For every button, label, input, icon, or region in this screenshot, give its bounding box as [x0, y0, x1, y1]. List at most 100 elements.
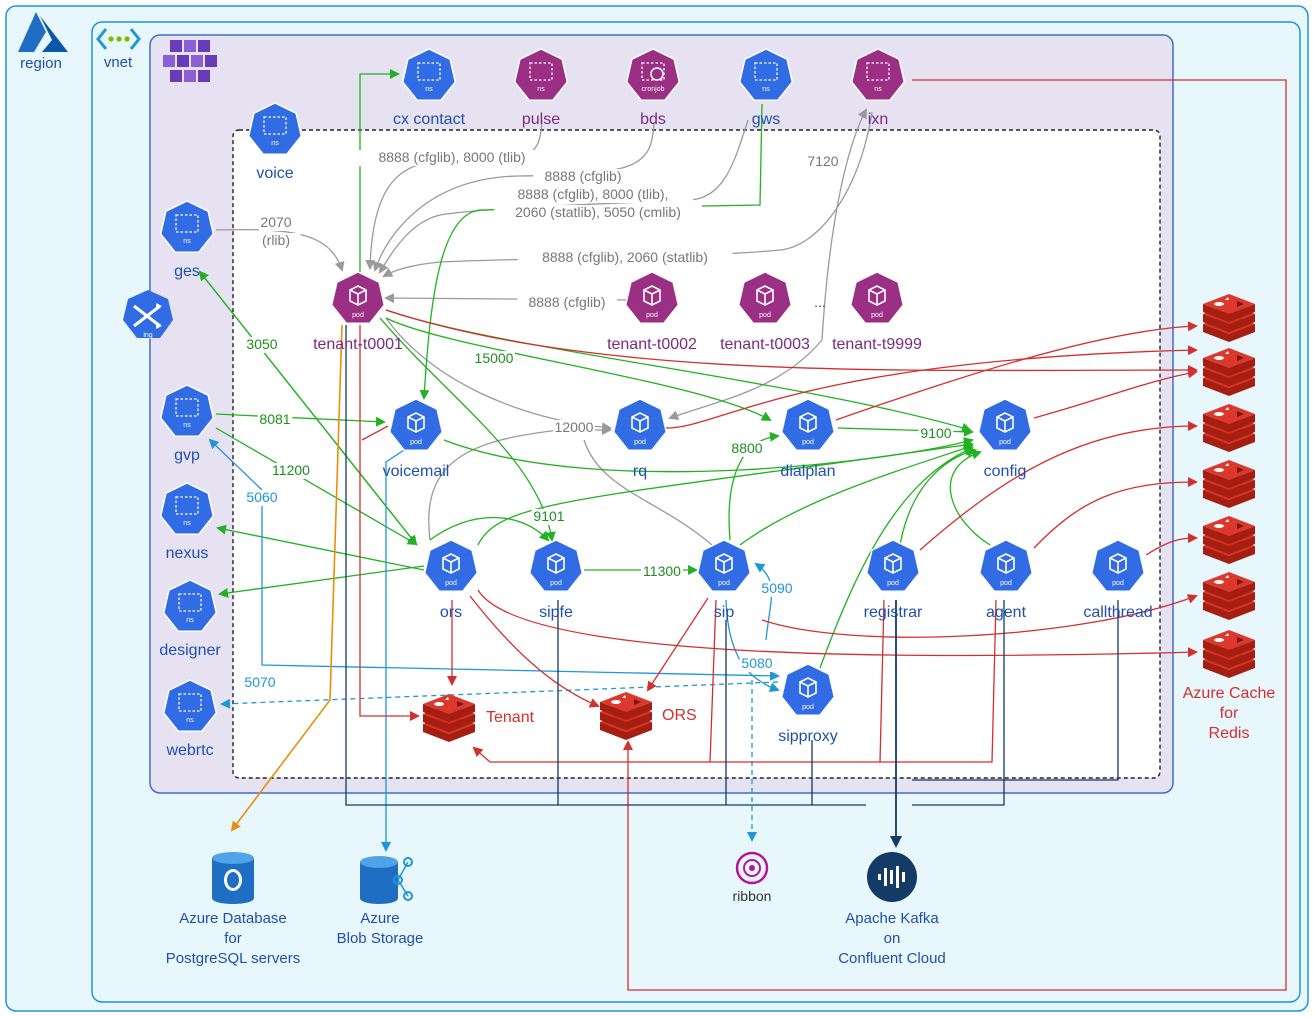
ns-ixn-badge: ns	[874, 86, 882, 93]
ns-bds-label: bds	[640, 111, 666, 128]
ns-designer-label: designer	[159, 642, 221, 659]
edge-label-p5090: 5090	[761, 580, 792, 596]
kafka-label-2: on	[884, 930, 901, 947]
redis-ors-label: ORS	[662, 707, 697, 724]
azure-region-icon	[18, 12, 68, 52]
pod-ors-glyph	[442, 553, 460, 574]
edge-gws-voicemail	[419, 103, 763, 400]
pod-tenant9999-badge: pod	[871, 312, 883, 319]
edge-voicemail-blob	[381, 449, 405, 852]
ns-ges-glyph	[175, 214, 199, 233]
region-label: region	[20, 55, 62, 72]
ns-pulse-badge: ns	[537, 86, 545, 93]
edge-label-gws_1: 8888 (cfglib), 8000 (tlib),	[518, 186, 669, 202]
redis-cache-icon	[1203, 294, 1255, 342]
ns-gws-glyph	[754, 62, 778, 81]
blob-storage-icon	[360, 856, 413, 904]
pod-tenant9999-glyph	[868, 285, 886, 306]
edge-gvp-ors	[215, 427, 418, 546]
edge-label-ixn_stat-bg	[517, 250, 733, 266]
ns-designer-badge: ns	[186, 617, 194, 624]
edge-ors-redis-cache	[477, 589, 1198, 658]
redis-ors-node: ORS	[600, 692, 697, 740]
redis-cache-icon	[1203, 404, 1255, 452]
ns-nexus-label: nexus	[166, 545, 209, 562]
pod-dialplan-label: dialplan	[780, 463, 835, 480]
pod-tenant0002-glyph	[643, 285, 661, 306]
edge-label-p5090-bg	[759, 581, 795, 597]
ns-ixn-label: ixn	[868, 111, 888, 128]
ns-ges-badge: ns	[183, 238, 191, 245]
postgres-icon	[212, 852, 254, 904]
edge-label-p9100: 9100	[920, 425, 951, 441]
ns-gws-icon	[738, 48, 794, 102]
edge-label-p11200-bg	[270, 463, 312, 479]
edge-label-bds: 8888 (cfglib)	[544, 168, 621, 184]
redis-cache-icon	[1203, 460, 1255, 508]
edge-label-tenant2-bg	[517, 295, 617, 311]
edge-label-gws_1-bg	[492, 187, 694, 203]
edge-label-ixn_stat: 8888 (cfglib), 2060 (statlib)	[542, 249, 708, 265]
pod-tenant0002-label: tenant-t0002	[607, 336, 697, 353]
pod-sipproxy-label: sipproxy	[778, 728, 838, 745]
ns-voice-label: voice	[256, 165, 293, 182]
redis-tenant-label: Tenant	[486, 709, 535, 726]
edge-agent-redis	[1033, 477, 1198, 549]
edge-label-p5060-bg	[244, 490, 280, 506]
pod-sip-badge: pod	[718, 580, 730, 587]
edge-ors-orsredis	[469, 595, 600, 708]
edge-label-p5080-bg	[739, 656, 775, 672]
ns-pulse-label: pulse	[522, 111, 560, 128]
pod-config-glyph	[996, 412, 1014, 433]
edge-label-gws_2-bg	[494, 205, 702, 221]
pod-ors-badge: pod	[445, 580, 457, 587]
edge-label-p5070: 5070	[244, 674, 275, 690]
pod-voicemail-label: voicemail	[383, 463, 450, 480]
edge-label-p8081: 8081	[259, 411, 290, 427]
edge-label-ixn_port: 7120	[807, 153, 838, 169]
edge-gvp-voicemail	[215, 413, 386, 427]
pod-sip-glyph	[715, 553, 733, 574]
vnet-icon	[96, 28, 141, 50]
edge-5060-gvp	[208, 438, 263, 491]
edge-label-p15000: 15000	[475, 350, 514, 366]
postgres-label-2: for	[224, 930, 242, 947]
edge-tenant-tenantredis	[359, 325, 420, 721]
edge-rq-ixn	[821, 108, 867, 341]
edge-label-pulse-bg	[355, 150, 549, 166]
edge-label-p3050: 3050	[246, 336, 277, 352]
edge-label-bds-bg	[533, 169, 633, 185]
edge-bds-tenant	[372, 121, 655, 272]
pod-dialplan-glyph	[799, 412, 817, 433]
edge-agent-tenantredis	[880, 599, 997, 763]
edge-label-p5080: 5080	[741, 655, 772, 671]
pod-callthread-badge: pod	[1112, 580, 1124, 587]
edge-sip-tenantredis	[472, 599, 717, 763]
pod-tenant0001-badge: pod	[352, 312, 364, 319]
edge-ixn-rq	[668, 339, 823, 420]
edge-voicemail-config	[443, 437, 974, 473]
pod-sipproxy-glyph	[799, 677, 817, 698]
edge-ixn-ors-redis	[623, 79, 1287, 991]
pod-registrar-glyph	[884, 553, 902, 574]
edge-label-p15000-bg	[473, 351, 515, 367]
edge-label-ges_2: (rlib)	[262, 232, 290, 248]
edge-ors-config	[477, 440, 974, 546]
ns-ixn-node: ns ixn	[850, 48, 906, 128]
pod-sipfe-glyph	[547, 553, 565, 574]
ns-webrtc-icon	[162, 679, 218, 733]
edge-label-tenant2: 8888 (cfglib)	[528, 294, 605, 310]
ns-pulse-glyph	[529, 62, 553, 81]
edge-label-ges_2-bg	[251, 233, 301, 249]
